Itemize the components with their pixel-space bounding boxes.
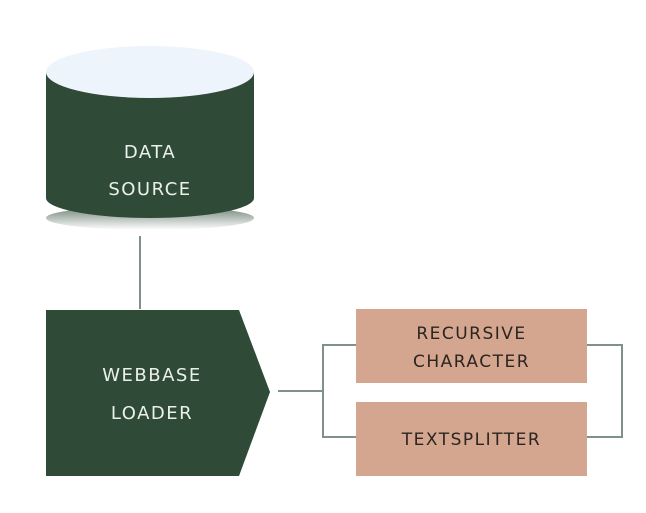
textsplitter-box [356, 402, 587, 476]
webbase-loader-shape [46, 310, 270, 476]
connector-right-bracket [587, 344, 623, 438]
data-source-label: DATA SOURCE [46, 134, 254, 208]
recursive-character-line-2: CHARACTER [412, 352, 531, 372]
recursive-character-line-1: RECURSIVE [416, 324, 527, 344]
data-source-line-2: SOURCE [108, 179, 192, 200]
webbase-loader-line-2: LOADER [110, 403, 194, 424]
connector-loader-to-splitters [278, 344, 356, 438]
textsplitter-label: TEXTSPLITTER [356, 426, 587, 454]
recursive-character-label: RECURSIVE CHARACTER [356, 320, 587, 376]
recursive-character-box [356, 309, 587, 383]
webbase-loader-line-1: WEBBASE [102, 365, 202, 386]
data-source-cylinder [46, 46, 254, 230]
textsplitter-line-1: TEXTSPLITTER [401, 430, 542, 450]
webbase-loader-label: WEBBASE LOADER [46, 357, 258, 433]
data-source-line-1: DATA [123, 142, 177, 163]
